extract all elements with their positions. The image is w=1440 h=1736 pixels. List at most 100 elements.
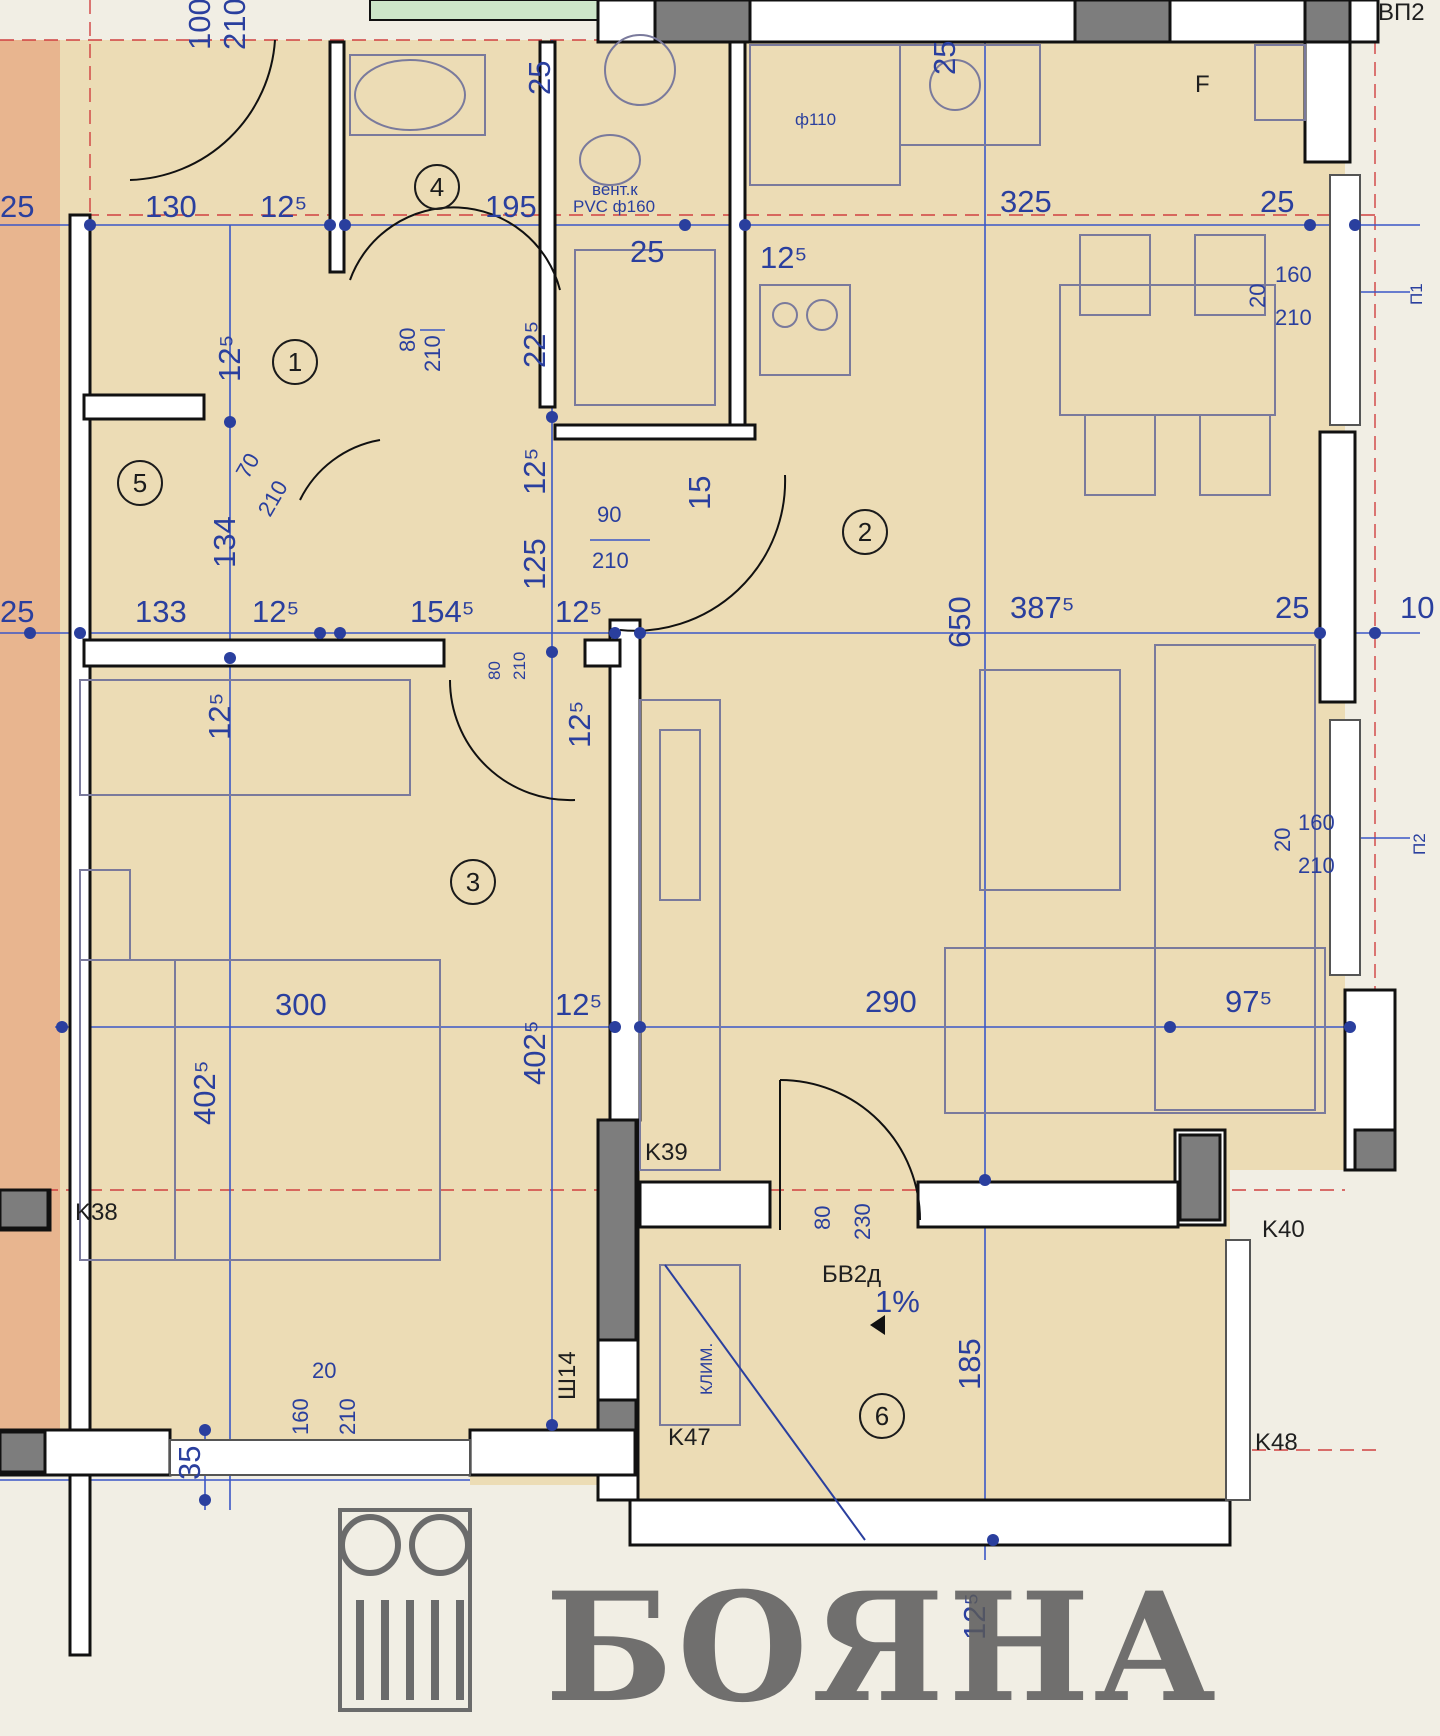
dim-22-5: 22⁵: [517, 321, 552, 368]
label-sh14: Ш14: [554, 1351, 581, 1400]
dim-650: 650: [942, 596, 977, 648]
room-circle-2: [842, 509, 888, 555]
label-k47: K47: [668, 1424, 711, 1451]
dim-100: 100: [182, 0, 217, 50]
room-markers: 4 1 5 2 3 6: [117, 164, 905, 1439]
door-80-a: 80: [395, 328, 420, 352]
dim-12-5-a: 12⁵: [260, 189, 307, 224]
dim-25-left: 25: [0, 189, 34, 224]
furniture: [79, 34, 1326, 1541]
vertical-dimension-labels: 100 210 25 25 12⁵ 22⁵ 12⁵ 15 134 125 650…: [172, 0, 992, 1640]
label-phi110: ф110: [795, 110, 836, 129]
label-f: F: [1195, 71, 1210, 98]
dim-25-b: 25: [927, 41, 962, 75]
dim-12-5-d: 12⁵: [517, 448, 552, 495]
walls: [0, 0, 1397, 1657]
label-vp2: ВП2: [1378, 0, 1425, 26]
room-circle-6: [859, 1393, 905, 1439]
grid-dots: [24, 219, 1381, 1546]
door-80-b: 80: [485, 661, 504, 680]
door-230: 230: [850, 1203, 875, 1240]
dim-12-5-g: 12⁵: [202, 693, 237, 740]
door-210-c: 210: [592, 548, 629, 573]
dim-402-5-a: 402⁵: [187, 1060, 222, 1125]
room-number-6: 6: [875, 1401, 889, 1431]
door-80-c: 80: [810, 1206, 835, 1230]
window-210-c: 210: [335, 1398, 360, 1435]
dim-210-top: 210: [217, 0, 252, 50]
column-logo-icon: [338, 1508, 472, 1712]
label-k39: K39: [645, 1139, 688, 1166]
window-20-a: 20: [1245, 284, 1270, 308]
dim-125: 125: [517, 538, 552, 590]
dim-300: 300: [275, 987, 327, 1022]
room-number-4: 4: [430, 172, 444, 202]
dim-1pct: 1%: [875, 1284, 920, 1319]
door-swings: [129, 39, 921, 1230]
window-160-b: 160: [1298, 810, 1335, 835]
grid-marker-p1: П1: [1407, 283, 1426, 305]
room-number-1: 1: [288, 347, 302, 377]
apartment-floor: [0, 40, 1345, 1545]
dim-387-5: 387⁵: [1010, 590, 1075, 625]
window-160-a: 160: [1275, 262, 1312, 287]
window-210-b: 210: [1298, 853, 1335, 878]
room-circle-5: [117, 460, 163, 506]
label-vent-top: вент.к: [592, 180, 638, 199]
room-circle-1: [272, 339, 318, 385]
brand-name: БОЯНА: [545, 1560, 1220, 1736]
label-k40: K40: [1262, 1216, 1305, 1243]
annotations: ВП2 вент.к PVC ф160 ф110 F K38 K39 K40 K…: [75, 0, 1429, 1456]
dim-12-5-e: 12⁵: [252, 594, 299, 629]
label-vent-pvc: PVC ф160: [573, 197, 655, 216]
dim-10: 10: [1400, 590, 1434, 625]
window-20-b: 20: [1270, 828, 1295, 852]
dim-12-5-c: 12⁵: [212, 335, 247, 382]
dim-25-left2: 25: [0, 594, 34, 629]
dim-25-d: 25: [1260, 184, 1294, 219]
neighbor-strip: [0, 40, 60, 1450]
label-bv2d: БВ2д: [822, 1261, 881, 1288]
dim-290: 290: [865, 984, 917, 1019]
dim-12-5-f: 12⁵: [555, 594, 602, 629]
dim-25-e: 25: [1275, 590, 1309, 625]
dim-12-5-h: 12⁵: [562, 701, 597, 748]
neighbor-top: [369, 0, 621, 21]
grid-marker-p2: П2: [1410, 833, 1429, 855]
room-circle-4: [414, 164, 460, 210]
label-klim: КЛИМ.: [697, 1343, 716, 1395]
window-20-c: 20: [312, 1358, 336, 1383]
dim-134: 134: [207, 516, 242, 568]
dim-130: 130: [145, 189, 197, 224]
door-210-d: 210: [510, 652, 529, 680]
windows: [169, 174, 1361, 1501]
dim-133: 133: [135, 594, 187, 629]
dim-12-5-j: 12⁵: [957, 1593, 992, 1640]
label-k48: K48: [1255, 1429, 1298, 1456]
door-90: 90: [597, 502, 621, 527]
dim-25-c: 25: [630, 234, 664, 269]
window-160-c: 160: [288, 1398, 313, 1435]
room-circle-3: [450, 859, 496, 905]
dim-325: 325: [1000, 184, 1052, 219]
dim-97-5: 97⁵: [1225, 984, 1272, 1019]
dim-185: 185: [952, 1338, 987, 1390]
room-number-5: 5: [133, 468, 147, 498]
label-k38: K38: [75, 1199, 118, 1226]
dim-15: 15: [682, 476, 717, 510]
room-number-2: 2: [858, 517, 872, 547]
dim-25-a: 25: [522, 61, 557, 95]
dim-35: 35: [172, 1446, 207, 1480]
slope-arrow-icon: [870, 1315, 885, 1335]
dim-195: 195: [485, 189, 537, 224]
room-number-3: 3: [466, 867, 480, 897]
door-210-a: 210: [420, 335, 445, 372]
dim-154-5: 154⁵: [410, 594, 475, 629]
dim-12-5-i: 12⁵: [555, 987, 602, 1022]
window-210-a: 210: [1275, 305, 1312, 330]
brand-logo: БОЯНА: [338, 1508, 1220, 1736]
dimension-labels: 25 130 12⁵ 195 325 25 25 12⁵ 25 133 12⁵ …: [0, 184, 1434, 1319]
dim-12-5-b: 12⁵: [760, 240, 807, 275]
dim-402-5-b: 402⁵: [517, 1020, 552, 1085]
